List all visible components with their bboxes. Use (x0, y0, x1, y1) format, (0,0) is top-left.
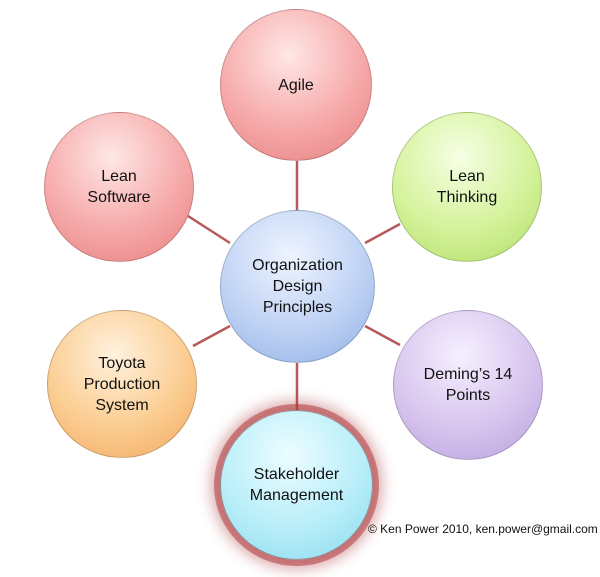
node-agile-label: Agile (278, 76, 314, 94)
node-lean-software: Lean Software (44, 112, 194, 262)
node-lean-thinking: Lean Thinking (392, 112, 542, 262)
node-deming-label: Deming’s 14 Points (423, 366, 513, 404)
node-demings-14-points: Deming’s 14 Points (393, 310, 543, 460)
node-stakeholder-management: Stakeholder Management (220, 410, 373, 560)
node-organization-design-principles: Organization Design Principles (220, 210, 375, 363)
connector-deming (364, 324, 401, 347)
node-stakeholder-label: Stakeholder Management (249, 466, 344, 504)
connector-toyota (192, 324, 231, 348)
copyright-notice: © Ken Power 2010, ken.power@gmail.com (368, 522, 598, 536)
node-center-label: Organization Design Principles (252, 257, 343, 316)
node-lean-software-label: Lean Software (87, 168, 151, 206)
node-toyota-label: Toyota Production System (83, 354, 161, 414)
connector-lean-thinking (364, 222, 401, 245)
connector-lean-software (187, 214, 231, 245)
node-toyota-production-system: Toyota Production System (47, 310, 197, 458)
node-lean-thinking-label: Lean Thinking (436, 168, 498, 206)
node-agile: Agile (220, 9, 372, 161)
